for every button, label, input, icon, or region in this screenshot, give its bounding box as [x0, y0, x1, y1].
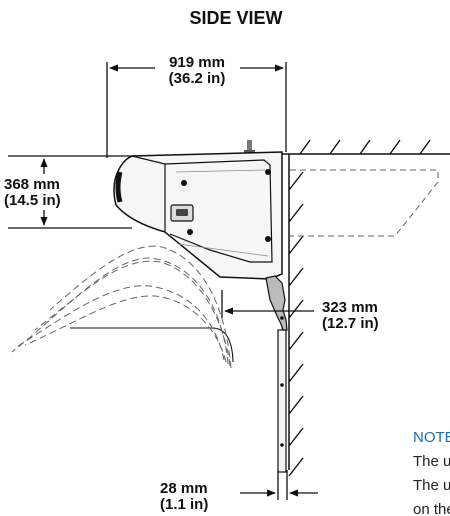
dimension-height-metric: 368 mm	[4, 176, 60, 193]
door-swing-arcs	[11, 245, 234, 369]
note-block: NOTE The unit The unit on the	[413, 426, 450, 516]
dimension-bracket-metric: 28 mm	[160, 480, 208, 497]
note-line-2: The unit	[413, 477, 450, 494]
handle-latch	[170, 204, 194, 222]
dimension-bracket-imperial: (1.1 in)	[160, 496, 208, 513]
dimension-bracket: 28 mm (1.1 in)	[160, 470, 318, 513]
open-door-outline	[290, 169, 439, 237]
note-line-3: on the	[413, 501, 450, 516]
mounting-stub	[244, 140, 255, 154]
dimension-height: 368 mm (14.5 in)	[4, 155, 140, 229]
note-line-1: The unit	[413, 453, 450, 470]
dimension-height-imperial: (14.5 in)	[4, 192, 61, 209]
dimension-width-metric: 919 mm	[169, 54, 225, 71]
dimension-drop-metric: 323 mm	[322, 299, 378, 316]
ceiling-hatched	[282, 139, 450, 155]
dimension-drop: 323 mm (12.7 in)	[221, 290, 379, 332]
dimension-width-imperial: (36.2 in)	[169, 70, 226, 87]
bracket-arm	[265, 275, 288, 473]
note-heading: NOTE	[413, 429, 450, 446]
unit-housing	[113, 151, 283, 280]
dimension-drop-imperial: (12.7 in)	[322, 315, 379, 332]
dimension-width: 919 mm (36.2 in)	[106, 54, 287, 158]
wall-hatched	[288, 154, 304, 477]
diagram-title: SIDE VIEW	[189, 8, 282, 28]
